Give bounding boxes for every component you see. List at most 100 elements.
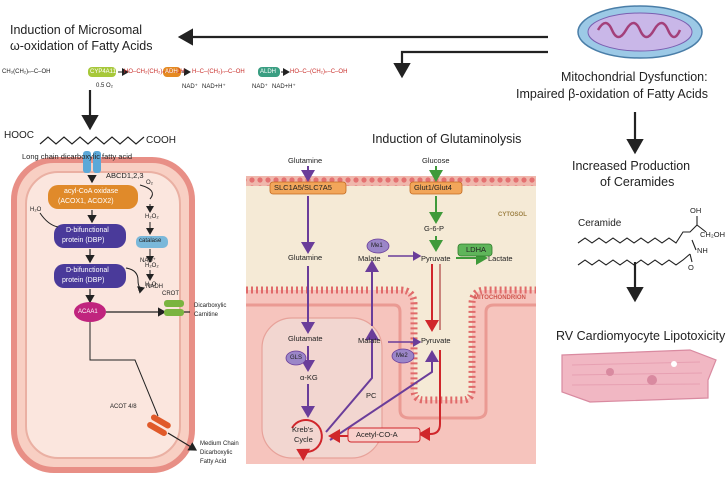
pyruvate-path [328,264,441,443]
glutamine-top-label: Glutamine [288,156,323,165]
pyruvate-cyto-label: Pyruvate [421,254,451,263]
acetyl-coa-box [347,427,421,443]
glutaminolysis-header: Induction of Glutaminolysis [372,132,522,146]
gls-label: GLS [290,355,303,361]
ldha-label: LDHA [466,245,487,254]
dicarboxylic-caption: Long chain dicarboxylic fatty acid [22,152,133,161]
catalase-enzyme-box [136,236,168,248]
acaa1-enzyme [74,302,106,322]
aldh-enzyme [258,67,280,77]
abcd-transporter [83,151,101,173]
cooh-label: COOH [146,135,176,146]
me2-label: Me2 [396,353,408,359]
h2o2-label-b: H₂O₂ [145,263,159,269]
adh-enzyme [163,67,181,77]
ch2oh-label: CH₂OH [700,230,725,239]
krebs-label-1: Kreb's [292,425,314,434]
cyp4a11-label: CYP4A11 [90,69,116,75]
o2-label: 0.5 O₂ [96,83,114,89]
nadh-cell-label: NADH [146,284,164,290]
cardiomyocyte-cell [561,349,717,403]
chain-1: CH₃(CH₂)ₙ–C–OH [2,69,51,75]
chain-3: H–C–(CH₂)ₙ–C–OH [192,69,245,75]
nad-cell-label: NAD⁺ [140,258,156,264]
akg-label: α-KG [300,373,318,382]
crot-label: CROT [162,291,179,297]
hooc-label: HOOC [4,130,34,141]
h2o-out-label: H₂O [145,282,157,288]
omega-header-line1: Induction of Microsomal [10,23,143,37]
acot-label: ACOT 4/8 [110,404,137,410]
ceramides-header-line1: Increased Production [572,159,691,173]
glucose-label: Glucose [422,156,450,165]
o2-cell-label: O₂ [146,180,153,186]
dbp2-label-1: D-bifunctional [66,267,109,274]
dicarb-carnitine-1: Dicarboxylic [194,303,227,309]
ldha-enzyme-box [457,243,493,257]
dicarboxylic-acid-structure [39,136,145,145]
glutaminolysis-panel [246,176,536,464]
adh-label: ADH [165,69,178,75]
ceramide-label: Ceramide [578,218,622,229]
cyp4a11-enzyme [88,67,116,77]
ceramide-structure [577,216,707,266]
acox-enzyme-box [48,185,138,209]
dbp2-label-2: protein (DBP) [62,277,105,284]
malate-mito-label: Malate [358,336,381,345]
omega-oxidation-pathway [88,67,290,77]
glut-label: Glut1/Glut4 [414,183,452,192]
me1-enzyme [366,238,390,254]
abcd-label: ABCD1,2,3 [106,171,144,180]
lipotoxicity-header: RV Cardiomyocyte Lipotoxicity [556,329,726,343]
pyruvate-mito-label: Pyruvate [421,336,451,345]
me1-label: Me1 [371,243,383,249]
nadh-label-2: NAD+H⁺ [272,84,296,90]
slc-transporter-box [269,181,347,195]
crot-transporter [164,300,184,316]
krebs-label-2: Cycle [294,435,313,444]
glutamine-mid-label: Glutamine [288,253,323,262]
dbp1-label-1: D-bifunctional [66,227,109,234]
krebs-cycle-icon [291,419,323,461]
nad-label-2: NAD⁺ [252,84,268,90]
gls-enzyme [285,350,307,366]
glutamine-path [301,166,439,441]
dbp1-label-2: protein (DBP) [62,237,105,244]
nadh-label: NAD+H⁺ [202,84,226,90]
acox-label-1: acyl-CoA oxidase [64,188,119,195]
acaa1-label: ACAA1 [78,309,98,315]
aldh-label: ALDH [260,69,277,75]
nh-label: NH [697,246,708,255]
dbp1-enzyme-box [54,224,126,248]
me2-enzyme [391,348,415,364]
ceramides-header-line2: of Ceramides [600,175,675,189]
glutamate-label: Glutamate [288,334,323,343]
h2o-in-label: H₂O [30,207,42,213]
mitochondrion-label: MITOCHONDRION [474,295,526,301]
mitochondrion-icon [577,5,703,59]
main-flow-arrows [81,28,644,303]
malic-enzyme-arrows [388,251,422,347]
dicarb-carnitine-2: Carnitine [194,312,219,318]
chain-2: HO–CH₂(CH₂)ₙ–C–OH [124,69,185,75]
mito-header-line1: Mitochondrial Dysfunction: [561,70,708,84]
nad-label: NAD⁺ [182,84,198,90]
acox-label-2: (ACOX1, ACOX2) [58,198,114,205]
medium-chain-2: Dicarboxylic [200,450,233,456]
g6p-label: G-6-P [424,224,445,233]
slc-label: SLC1A5/SLC7A5 [274,183,332,192]
catalase-label: catalase [139,238,162,244]
chain-4: HO–C–(CH₂)ₙ–C–OH [290,69,348,75]
medium-chain-1: Medium Chain [200,441,239,447]
acetyl-coa-label: Acetyl-CO-A [356,430,398,439]
cytosol-label: CYTOSOL [498,212,527,218]
pc-label: PC [366,391,377,400]
omega-header-line2: ω-oxidation of Fatty Acids [10,39,153,53]
oh-label: OH [690,206,702,215]
glucose-path [429,166,488,265]
h2o2-label-a: H₂O₂ [145,214,159,220]
lactate-label: Lactate [488,254,513,263]
glut-transporter-box [409,181,463,195]
acot-transporter [147,414,171,436]
